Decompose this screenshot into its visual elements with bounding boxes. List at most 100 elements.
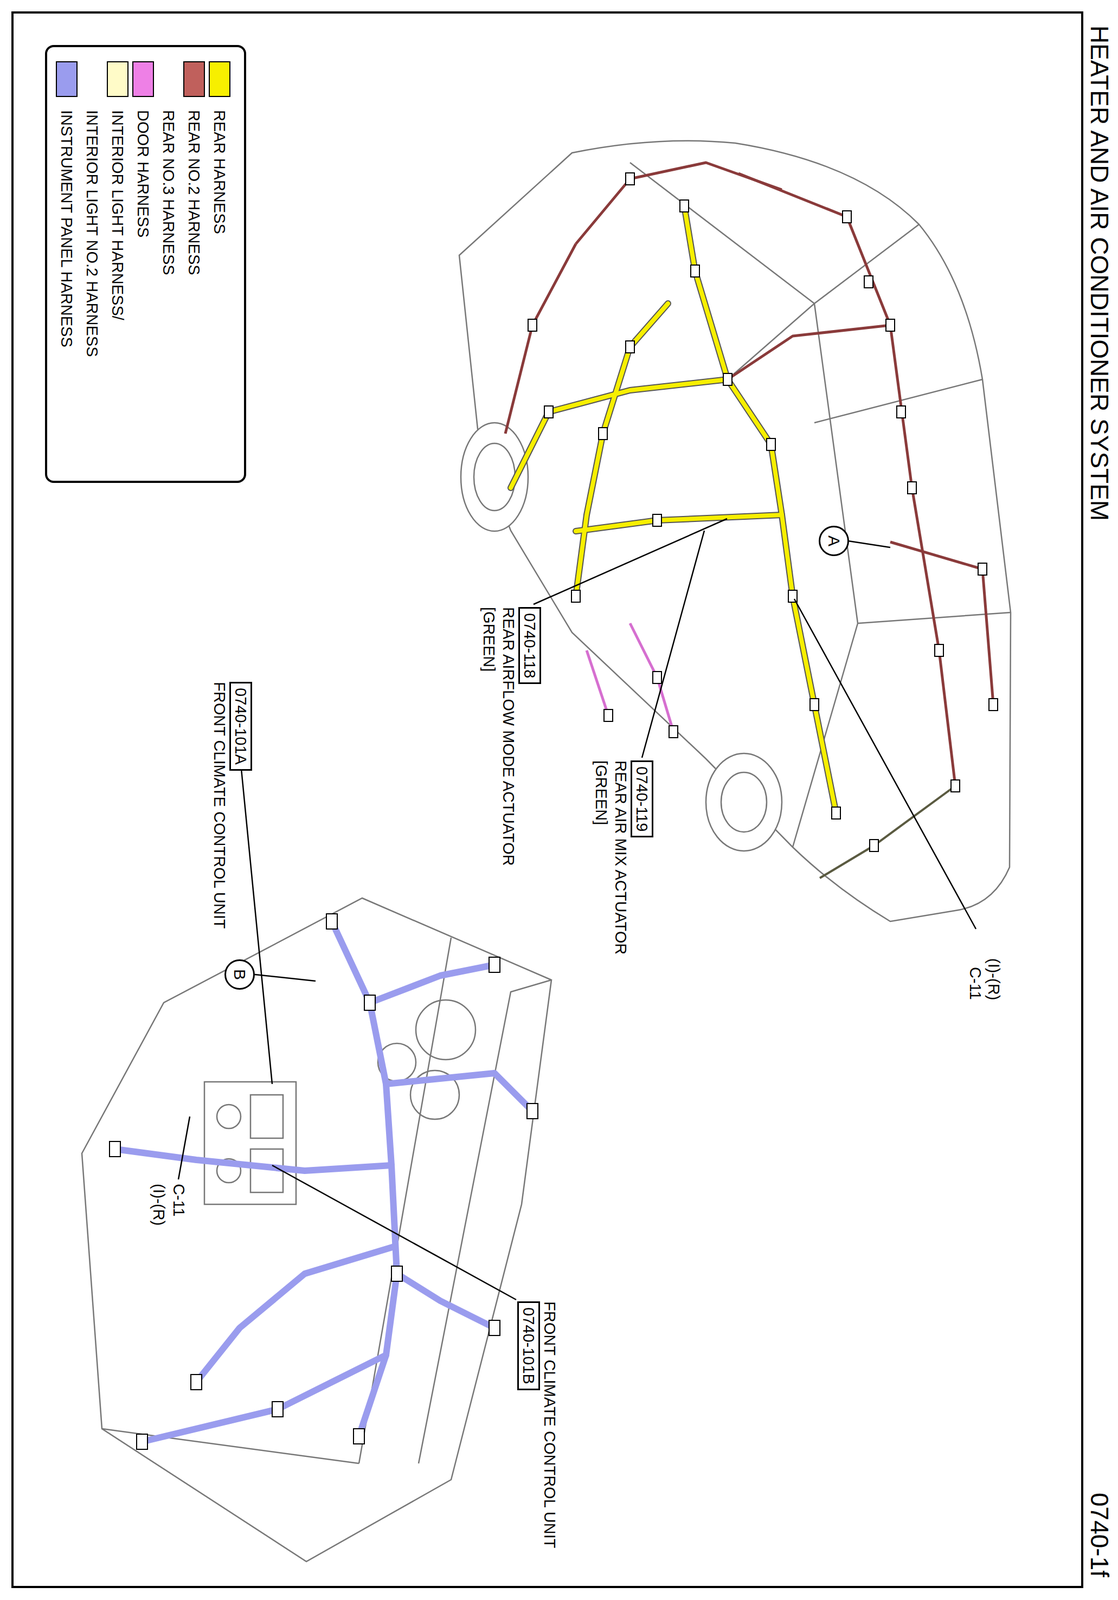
legend-text: INTERIOR LIGHT HARNESS/ INTERIOR LIGHT N… — [79, 110, 131, 371]
knob — [216, 1104, 241, 1129]
connector-code: C-11 — [965, 967, 985, 1001]
part-name: FRONT CLIMATE CONTROL UNIT — [209, 682, 230, 929]
harness-connector — [364, 995, 376, 1011]
harness-connector — [679, 200, 689, 212]
harness-connector — [652, 671, 662, 684]
legend-swatch — [106, 61, 129, 98]
control-panel — [250, 1095, 284, 1139]
wheel-hub — [473, 443, 516, 511]
center-stack — [204, 1082, 297, 1205]
legend-entry: REAR NO.2 HARNESS REAR NO.3 HARNESS — [155, 61, 207, 295]
callout-number: 0740-118 — [518, 607, 542, 685]
harness-connector — [604, 709, 613, 722]
leader-line — [254, 974, 316, 982]
leader-line — [533, 518, 728, 605]
leader-line — [178, 1116, 190, 1180]
harness-connector — [652, 514, 662, 527]
instrument-panel-harness — [114, 921, 533, 1443]
leader-lines — [178, 518, 976, 1301]
part-name: REAR AIRFLOW MODE ACTUATOR — [498, 607, 519, 866]
legend-text: REAR HARNESS — [206, 110, 233, 235]
legend-text: INSTRUMENT PANEL HARNESS — [53, 110, 80, 348]
rear-harness — [510, 206, 837, 814]
car-body — [459, 140, 1011, 922]
legend-text: DOOR HARNESS — [130, 110, 156, 238]
harness-connector — [978, 563, 987, 576]
dash-panel-lines — [101, 937, 552, 1464]
callout-number: 0740-101A — [229, 682, 253, 771]
harness-connector — [391, 1266, 403, 1282]
circle-letter: A — [824, 535, 844, 547]
gauge — [415, 1000, 476, 1060]
harness-connector — [766, 438, 776, 451]
car-panel-lines — [630, 162, 1011, 848]
circle-letter: B — [230, 969, 249, 981]
harness-connector — [810, 698, 819, 711]
legend-box — [46, 46, 246, 483]
leader-line — [847, 541, 891, 548]
harness-connector — [934, 644, 944, 657]
dash-outline — [81, 898, 552, 1563]
connector-code: C-11 — [169, 1184, 189, 1218]
callout-label: 0740-101AFRONT CLIMATE CONTROL UNIT — [209, 682, 253, 929]
part-name: REAR AIR MIX ACTUATOR — [611, 760, 631, 955]
callout-label: 0740-118REAR AIRFLOW MODE ACTUATOR[GREEN… — [479, 607, 542, 866]
harness-connector — [527, 1103, 538, 1120]
page-title: HEATER AND AIR CONDITIONER SYSTEM — [1085, 25, 1114, 522]
callout-number: 0740-119 — [630, 760, 654, 838]
harness-connector — [842, 210, 852, 223]
harness-connector — [988, 698, 998, 711]
legend-swatch — [132, 61, 154, 98]
harness-connector — [109, 1141, 121, 1158]
harness-connector — [885, 319, 895, 332]
legend-swatch — [208, 61, 231, 98]
connector-color: [GREEN] — [479, 607, 499, 672]
legend-text: REAR NO.2 HARNESS REAR NO.3 HARNESS — [155, 110, 207, 295]
rear-no2-harness — [505, 162, 994, 787]
harness-connector — [272, 1402, 284, 1418]
harness-connector — [690, 265, 700, 278]
harness-connector — [571, 590, 581, 603]
connector-code: (I)-(R) — [984, 958, 1004, 1001]
harness-connector — [831, 807, 841, 820]
connector-color: [GREEN] — [591, 760, 612, 826]
callout-circle: B — [224, 959, 255, 991]
harness-connector — [869, 839, 879, 852]
part-name: FRONT CLIMATE CONTROL UNIT — [540, 1301, 560, 1549]
leader-line — [641, 530, 705, 758]
callout-label: FRONT CLIMATE CONTROL UNIT0740-101B — [517, 1301, 560, 1549]
harness-connector — [489, 957, 500, 973]
harness-connector — [907, 482, 917, 494]
page-number: 0740-1f — [1085, 1493, 1114, 1578]
connector-code: (I)-(R) — [149, 1184, 169, 1226]
harness-connector — [669, 725, 678, 738]
harness-connector — [951, 780, 960, 793]
wheel-hub — [721, 772, 767, 833]
harness-connector — [723, 373, 732, 386]
legend-entry: INSTRUMENT PANEL HARNESS — [53, 61, 80, 348]
leader-line — [240, 763, 273, 1085]
instrument-panel — [81, 898, 552, 1563]
legend-entry: REAR HARNESS — [206, 61, 233, 235]
harness-connector — [136, 1434, 148, 1450]
harness-connector — [489, 1320, 500, 1336]
door-harness — [586, 623, 674, 732]
harness-connector — [625, 172, 635, 185]
harness-connector — [544, 406, 554, 419]
legend-entry: INTERIOR LIGHT HARNESS/ INTERIOR LIGHT N… — [79, 61, 131, 371]
harness-connector — [353, 1429, 365, 1445]
car-outline — [459, 140, 1011, 922]
harness-connector — [598, 427, 608, 440]
dash-connectors — [109, 914, 538, 1450]
callout-number: 0740-101B — [517, 1301, 541, 1391]
harness-connector — [864, 275, 873, 288]
leader-line — [272, 1165, 517, 1301]
harness-connector — [528, 319, 537, 332]
wheel — [705, 753, 782, 852]
car-connectors — [528, 172, 998, 852]
legend-swatch — [55, 61, 78, 98]
page-frame — [12, 12, 1083, 1588]
harness-connector — [896, 406, 906, 419]
interior-light-harness — [819, 786, 956, 879]
